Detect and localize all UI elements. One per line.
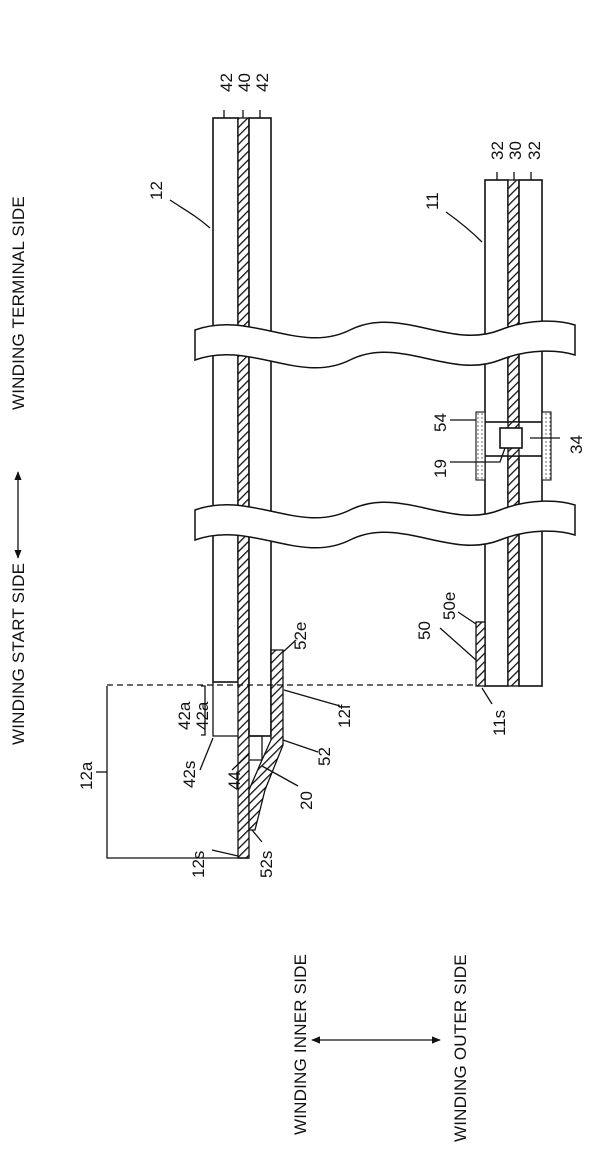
leader-42-40-42: [224, 110, 260, 118]
ref-42-top-left: 42: [217, 73, 236, 92]
ref-12f: 12f: [335, 704, 354, 728]
bracket-12a: [107, 686, 238, 858]
ref-50: 50: [415, 621, 434, 640]
ref-52e: 52e: [291, 622, 310, 650]
leader-11s: [482, 688, 492, 704]
ref-20: 20: [297, 791, 316, 810]
electrode-11: [476, 180, 551, 686]
winding-outer-side-label: WINDING OUTER SIDE: [451, 954, 470, 1142]
tape-54-left: [476, 412, 485, 480]
winding-inner-side-label: WINDING INNER SIDE: [291, 954, 310, 1135]
leader-42s: [200, 738, 213, 770]
ref-34: 34: [567, 435, 586, 454]
leader-52: [283, 740, 318, 752]
electrode-12: [107, 118, 283, 858]
ref-12: 12: [147, 181, 166, 200]
leader-12: [170, 200, 210, 228]
ref-11s: 11s: [490, 710, 509, 736]
ref-52: 52: [315, 747, 334, 766]
leader-32-30-32: [497, 172, 531, 180]
tape-54-right: [542, 412, 551, 480]
ref-12a: 12a: [77, 761, 96, 790]
winding-terminal-side-label: WINDING TERMINAL SIDE: [9, 196, 28, 410]
tab-19: [500, 428, 522, 448]
ref-19: 19: [431, 459, 450, 478]
current-collector-40: [238, 118, 249, 858]
leader-11: [446, 212, 482, 242]
leader-12s: [212, 850, 238, 856]
ref-42a-1: 42a: [193, 701, 212, 730]
tape-50: [476, 622, 485, 686]
ref-42-top-right: 42: [253, 73, 272, 92]
ref-50e: 50e: [440, 592, 459, 620]
ref-52s: 52s: [257, 851, 276, 878]
layer-42-right: [249, 118, 271, 736]
ref-12s: 12s: [189, 851, 208, 878]
ref-30: 30: [506, 141, 525, 160]
tape-44: [249, 736, 262, 760]
layer-42-left: [213, 118, 238, 682]
ref-40: 40: [235, 73, 254, 92]
ref-11: 11: [423, 192, 442, 210]
ref-42s: 42s: [180, 761, 199, 788]
ref-32-left: 32: [488, 141, 507, 160]
ref-54: 54: [431, 413, 450, 432]
ref-42a-2: 42a: [175, 701, 194, 730]
ref-44: 44: [225, 771, 244, 790]
winding-start-side-label: WINDING START SIDE: [9, 563, 28, 745]
ref-32-right: 32: [525, 141, 544, 160]
leader-12f: [284, 690, 340, 706]
leader-52s: [252, 830, 262, 842]
layer-42-left-extension: [213, 682, 238, 736]
